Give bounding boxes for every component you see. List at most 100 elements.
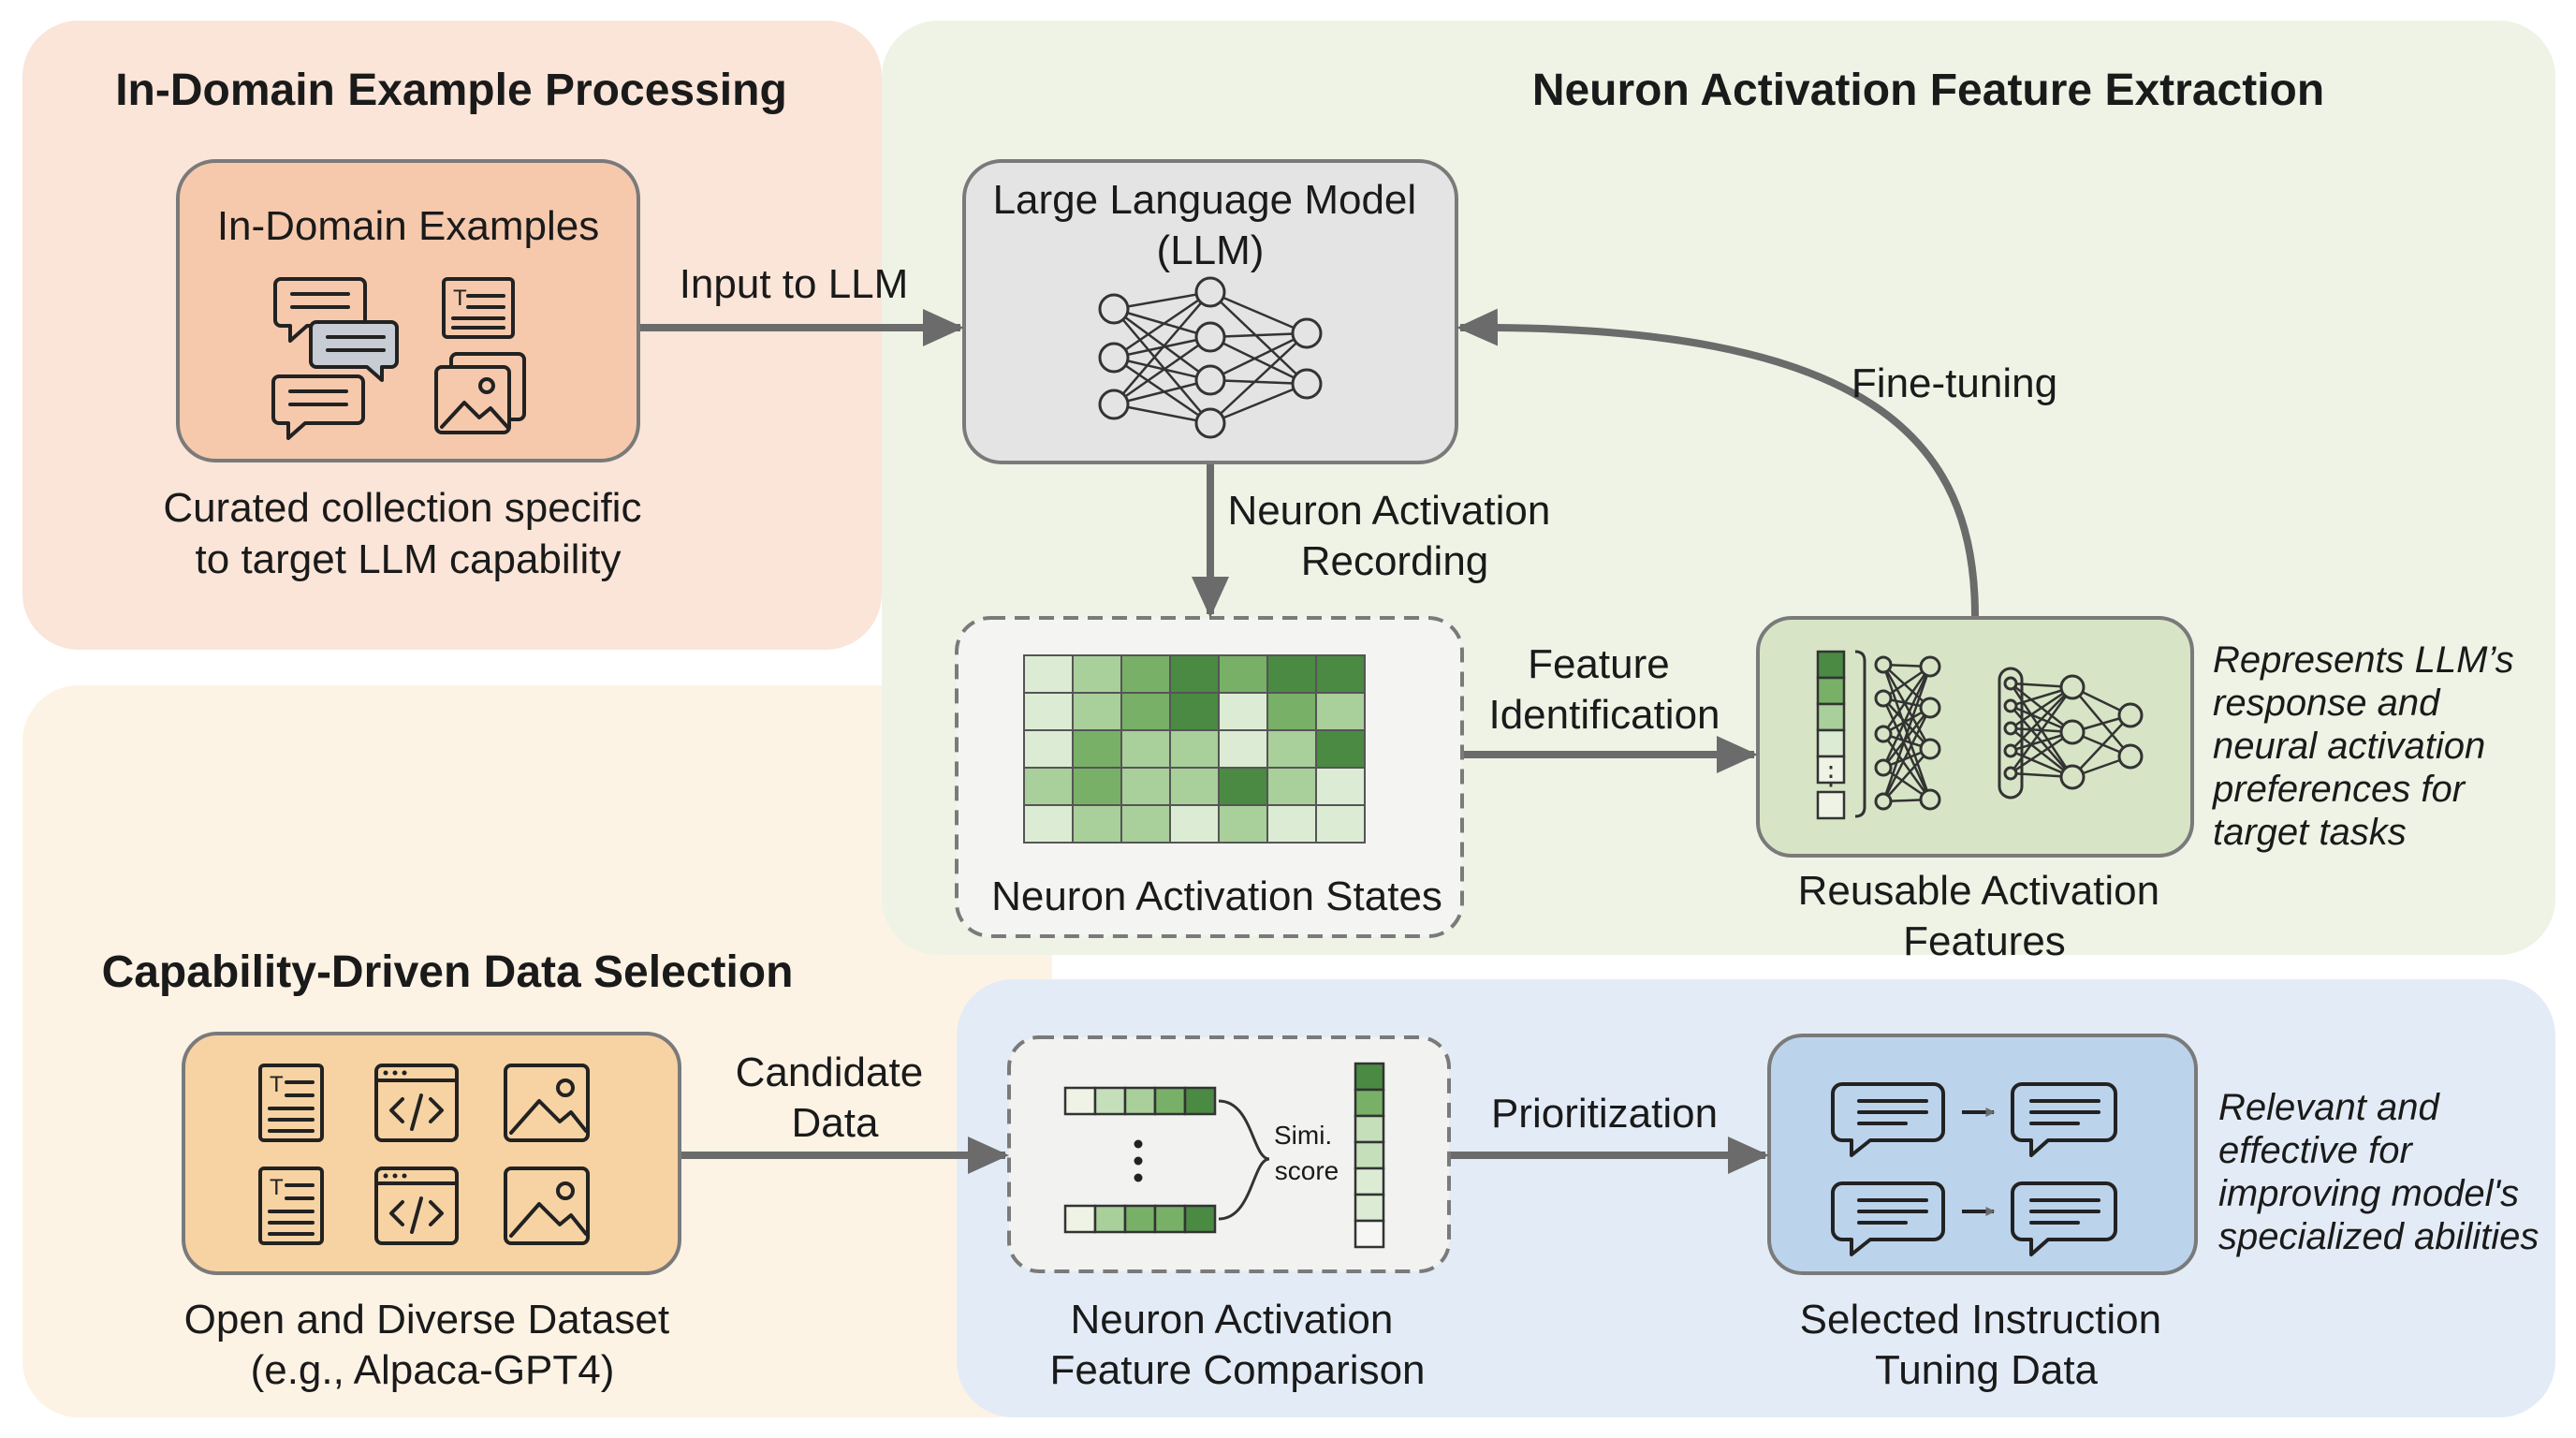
- feature-vector-cell: [1816, 650, 1846, 680]
- heatmap-cell: [1315, 654, 1366, 694]
- heatmap-cell: [1315, 767, 1366, 806]
- dataset-icons: TT: [258, 1064, 590, 1245]
- features-note: Represents LLM’s response and neural act…: [2212, 639, 2525, 853]
- selected-note: Relevant and effective for improving mod…: [2218, 1087, 2539, 1257]
- heatmap-cell: [1169, 654, 1220, 694]
- llm-nn-node: [1098, 389, 1130, 420]
- llm-nn-node: [1098, 342, 1130, 374]
- feature-nn-b-node: [2059, 674, 2086, 700]
- vector-bracket: [1854, 650, 1866, 818]
- heatmap-cell: [1315, 729, 1366, 769]
- llm-nn-link: [1209, 382, 1308, 425]
- compare-brace: [1218, 1099, 1270, 1221]
- compare-vector-b-cell: [1153, 1204, 1187, 1234]
- score-vector-cell: [1354, 1167, 1385, 1196]
- selected-data-caption: Selected Instruction Tuning Data: [1800, 1297, 2174, 1393]
- llm-nn-node: [1291, 368, 1323, 400]
- feature-nn-a-node: [1919, 738, 1941, 760]
- llm-nn-node: [1194, 276, 1226, 308]
- comparison-graphic: [1063, 1062, 1385, 1249]
- heatmap-cell: [1169, 729, 1220, 769]
- llm-nn-link: [1209, 378, 1308, 386]
- reusable-features-caption: Reusable Activation Features: [1798, 868, 2172, 964]
- edge-label-prioritization: Prioritization: [1491, 1091, 1718, 1137]
- similarity-score-label: Simi. score: [1274, 1121, 1339, 1185]
- heatmap-cell: [1169, 804, 1220, 844]
- feature-nn-a-node: [1919, 655, 1941, 678]
- llm-nn-link: [1113, 378, 1211, 406]
- feature-nn-b-node: [2003, 676, 2018, 691]
- heatmap-cell: [1266, 654, 1317, 694]
- heatmap-cell: [1266, 729, 1317, 769]
- heatmap-cell: [1315, 804, 1366, 844]
- edge-label-fine-tuning: Fine-tuning: [1852, 360, 2057, 406]
- feature-nn-b-node: [2003, 698, 2018, 713]
- feature-nn-a-link: [1881, 733, 1932, 800]
- feature-vector-cell: [1816, 755, 1846, 785]
- feature-network-icon: [1874, 655, 2144, 811]
- svg-text:T: T: [453, 286, 467, 311]
- comparison-caption: Neuron Activation Feature Comparison: [1049, 1297, 1425, 1393]
- heatmap-cell: [1169, 692, 1220, 731]
- heatmap-cell: [1266, 692, 1317, 731]
- code-icon-dot: [383, 1173, 388, 1179]
- heatmap-cell: [1072, 767, 1122, 806]
- compare-vector-b-cell: [1093, 1204, 1127, 1234]
- feature-nn-b-link: [2071, 686, 2131, 757]
- llm-nn-node: [1098, 293, 1130, 325]
- heatmap-cell: [1218, 654, 1268, 694]
- image-icon-mountain: [509, 1202, 588, 1238]
- llm-nn-link: [1113, 356, 1211, 382]
- edge-label-feature-identification: Feature Identification: [1488, 641, 1720, 738]
- llm-nn-link: [1113, 308, 1211, 424]
- heatmap-cell: [1315, 692, 1366, 731]
- score-vector-cell: [1354, 1219, 1385, 1249]
- llm-nn-link: [1113, 290, 1211, 360]
- llm-title: Large Language Model (LLM): [993, 177, 1428, 273]
- heatmap-cell: [1120, 692, 1171, 731]
- feature-nn-a-link: [1881, 707, 1932, 802]
- feature-nn-a-link: [1881, 666, 1932, 735]
- feature-nn-b-node: [2117, 743, 2144, 770]
- image-icon: [504, 1167, 590, 1245]
- code-icon-glyph: [389, 1093, 444, 1131]
- llm-nn-node: [1194, 321, 1226, 353]
- code-icon-dot: [402, 1070, 407, 1076]
- llm-nn-link: [1209, 291, 1308, 385]
- compare-vector-a-cell: [1093, 1086, 1127, 1116]
- selected-data-box: [1767, 1034, 2198, 1275]
- chat-bubbles-icon: [271, 277, 399, 440]
- feature-vector-cell: [1816, 728, 1846, 758]
- image-icon-sun: [556, 1181, 575, 1200]
- heatmap-cell: [1023, 804, 1074, 844]
- feature-nn-b-node: [2059, 764, 2086, 790]
- heatmap-cell: [1072, 804, 1122, 844]
- feature-nn-a-node: [1874, 792, 1893, 811]
- code-icon: [374, 1167, 459, 1245]
- doc-icon-glyph: T: [270, 1072, 284, 1097]
- llm-nn-link: [1113, 290, 1211, 311]
- code-icon-dot: [383, 1070, 388, 1076]
- compare-vector-a-cell: [1063, 1086, 1097, 1116]
- llm-box: [962, 159, 1458, 464]
- heatmap-cell: [1120, 804, 1171, 844]
- feature-vector-icon: ⋮: [1816, 650, 1866, 820]
- doc-icon: [258, 1167, 324, 1245]
- feature-nn-b-node: [2003, 766, 2018, 781]
- code-icon-glyph: [389, 1196, 444, 1234]
- feature-nn-a-link: [1882, 707, 1931, 769]
- heatmap-cell: [1023, 654, 1074, 694]
- image-icon-mountain: [509, 1099, 588, 1135]
- llm-nn-link: [1113, 307, 1211, 382]
- doc-icon-glyph: T: [270, 1175, 284, 1200]
- score-vector-cell: [1354, 1114, 1385, 1144]
- llm-nn-link: [1113, 403, 1211, 425]
- in-domain-examples-title: In-Domain Examples: [217, 203, 599, 249]
- reusable-features-box: [1756, 616, 2194, 858]
- feature-vector-cell: [1816, 702, 1846, 732]
- activation-heatmap: [1023, 654, 1366, 844]
- image-stack-icon: [434, 352, 526, 434]
- heatmap-cell: [1072, 692, 1122, 731]
- llm-nn-link: [1209, 332, 1308, 424]
- feature-nn-b-link: [2009, 686, 2074, 774]
